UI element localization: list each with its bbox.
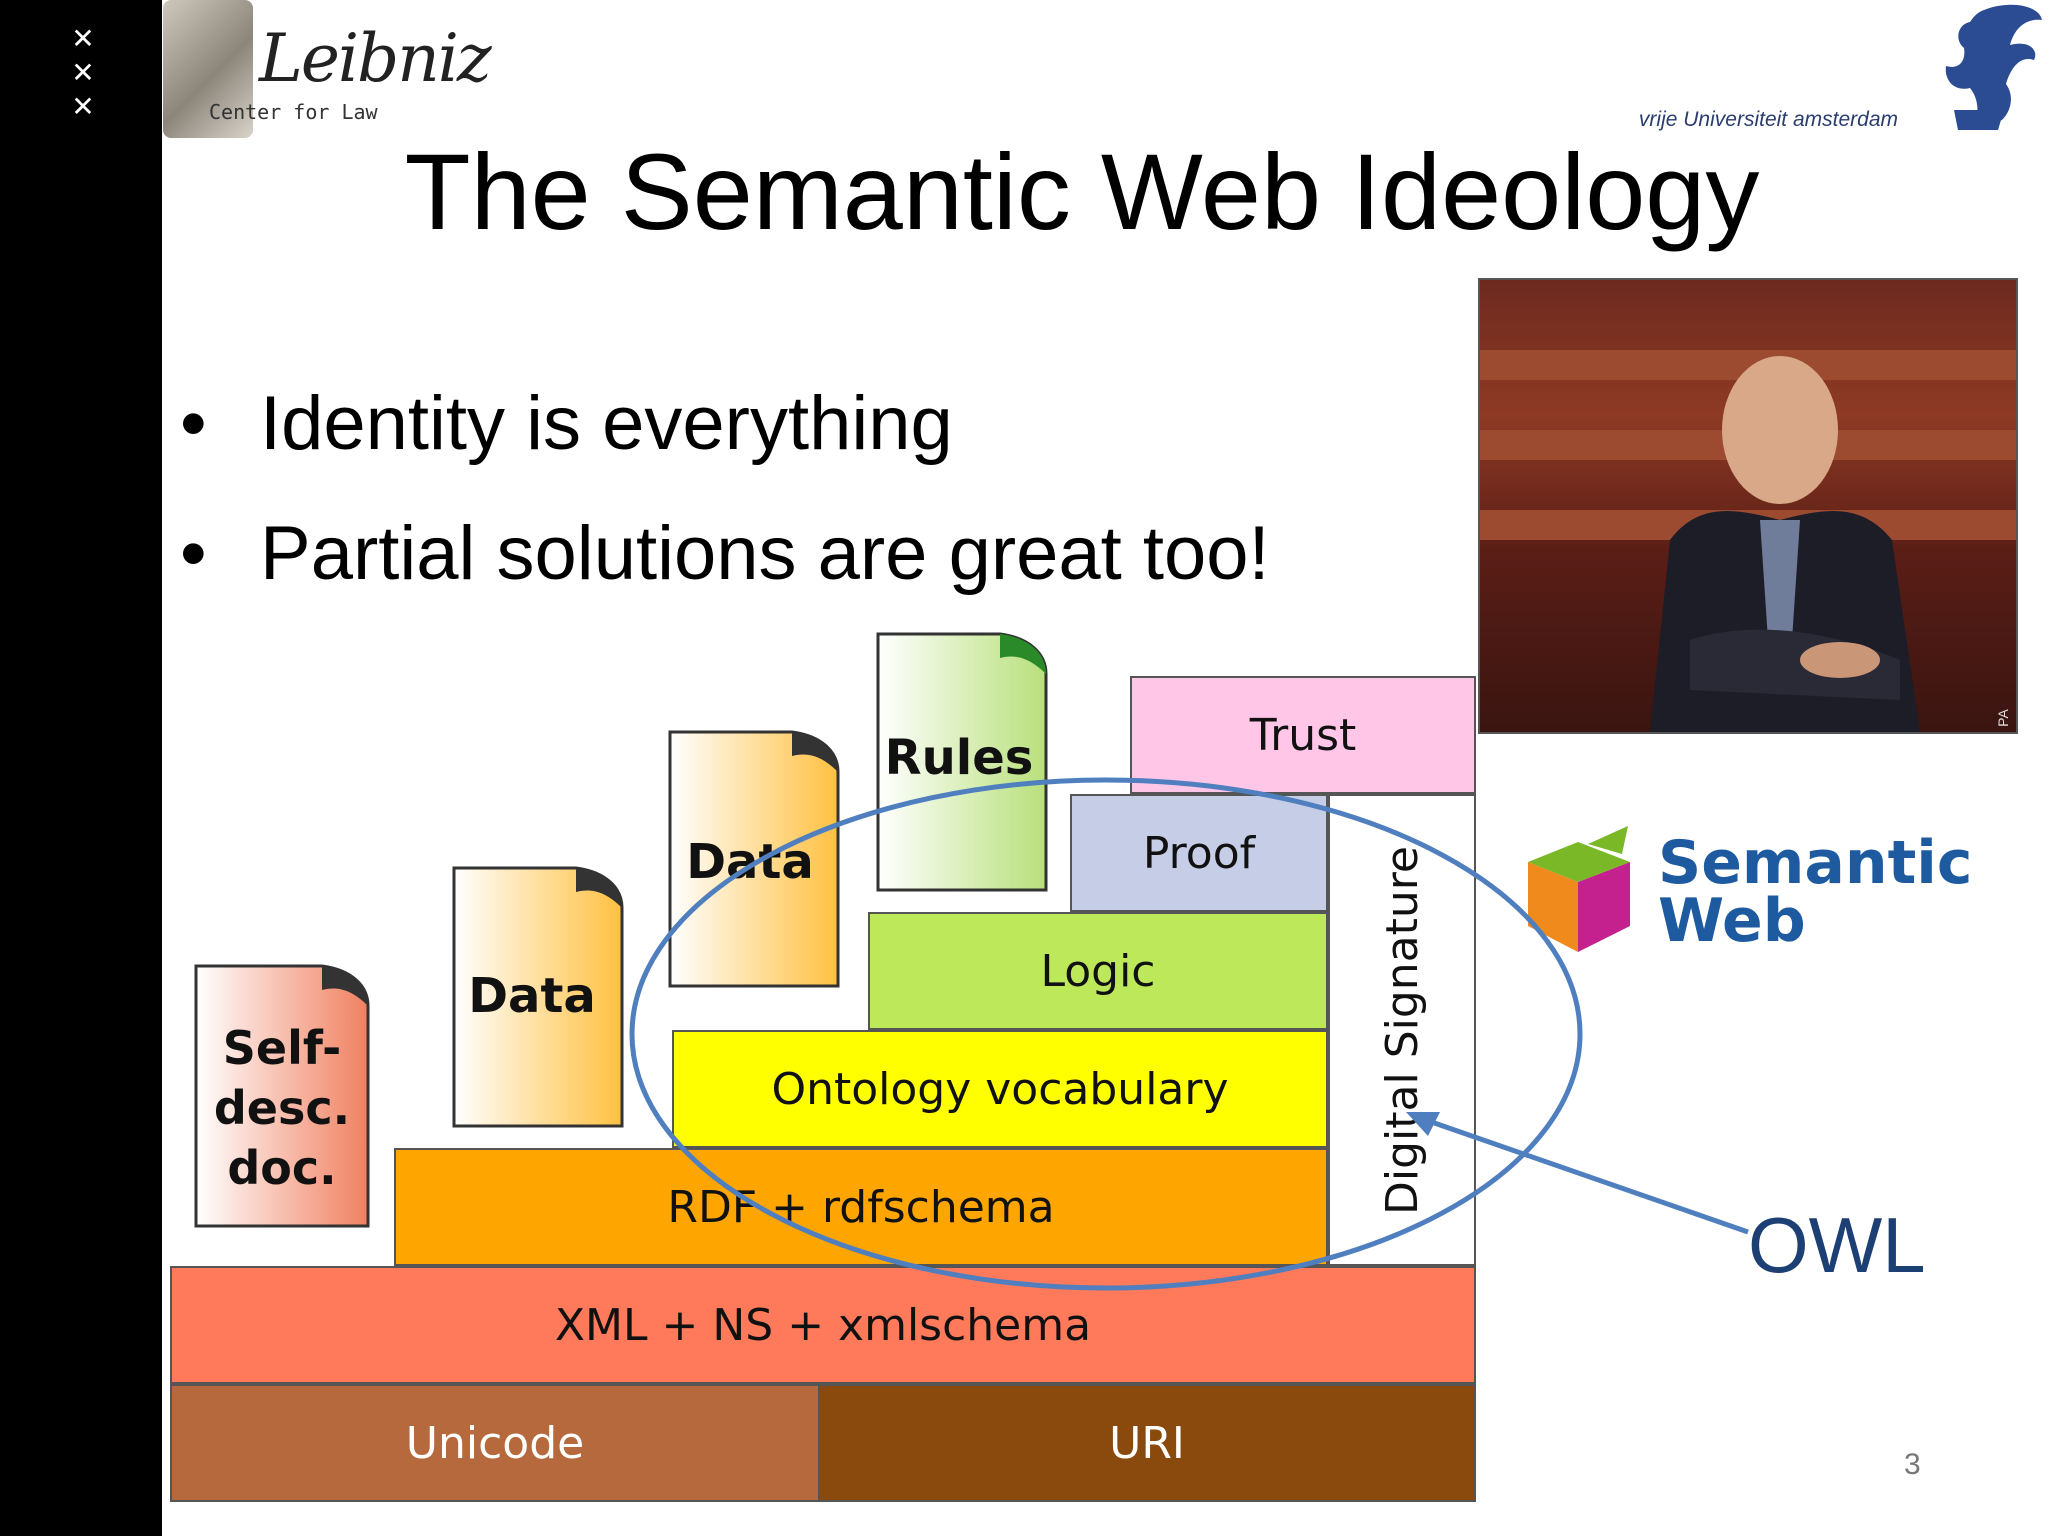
bullet-2: • Partial solutions are great too! [180,510,1270,597]
leibniz-logo: Leibniz Center for Law [163,0,492,138]
vu-logo: vrije Universiteit amsterdam [1578,0,2048,140]
bullet-dot-icon: • [180,381,207,466]
layer-label: Trust [1249,709,1357,761]
sidebar-bar [0,0,162,1536]
doc-line: Self- [222,1021,342,1075]
layer-label: Proof [1142,827,1256,879]
leibniz-signature: Leibniz [259,20,492,97]
doc-line: desc. [213,1081,351,1135]
layer-rdf: RDF + rdfschema [394,1148,1328,1266]
speaker-photo: PA [1478,278,2018,734]
bullet-text: Identity is everything [260,381,953,466]
layer-logic: Logic [868,912,1328,1030]
semantic-web-wordmark: Semantic Web [1658,828,1973,956]
page-title: The Semantic Web Ideology [404,131,1760,252]
layer-ontology: Ontology vocabulary [672,1030,1328,1148]
layer-proof: Proof [1070,794,1328,912]
layer-xml: XML + NS + xmlschema [170,1266,1476,1384]
semantic-web-logo: Semantic Web [1518,818,1988,958]
owl-label: OWL [1748,1201,1926,1289]
leibniz-portrait-icon [163,0,253,138]
layer-label: Logic [1040,945,1156,997]
griffin-icon [1945,4,2042,130]
layer-uri: URI [818,1384,1476,1502]
bullet-dot-icon: • [180,511,207,596]
vu-wordmark: vrije Universiteit amsterdam [1638,108,1898,131]
owl-arrow [1419,1115,1749,1235]
person-figure [1650,356,1920,732]
document-icon-self-desc [194,964,370,1228]
bullet-1: • Identity is everything [180,380,953,467]
layer-label: URI [1109,1417,1185,1469]
document-icon-data [452,866,624,1128]
layer-label: Unicode [405,1417,585,1469]
layer-label: XML + NS + xmlschema [554,1299,1092,1351]
layer-trust: Trust [1130,676,1476,794]
document-icon-data-2 [668,730,840,988]
slide-number: 3 [1904,1448,1921,1481]
leibniz-caption: Center for Law [209,100,378,124]
document-icon-rules [876,632,1048,892]
document-label-rules: Rules [884,730,1034,786]
semantic-web-line-1: Semantic [1658,828,1973,898]
layer-unicode: Unicode [170,1384,820,1502]
uva-logo-icon: ✕✕✕ [71,22,95,123]
layer-label: Ontology vocabulary [771,1063,1229,1115]
layer-digital-signature: Digital Signature [1328,794,1476,1266]
document-label-data: Data [468,968,596,1024]
bullet-text: Partial solutions are great too! [260,511,1270,596]
document-label-self-desc: Self- desc. doc. [192,1018,372,1198]
arrow-head-icon [1406,1112,1440,1136]
doc-line: doc. [227,1141,337,1195]
semantic-web-line-2: Web [1658,886,1806,956]
